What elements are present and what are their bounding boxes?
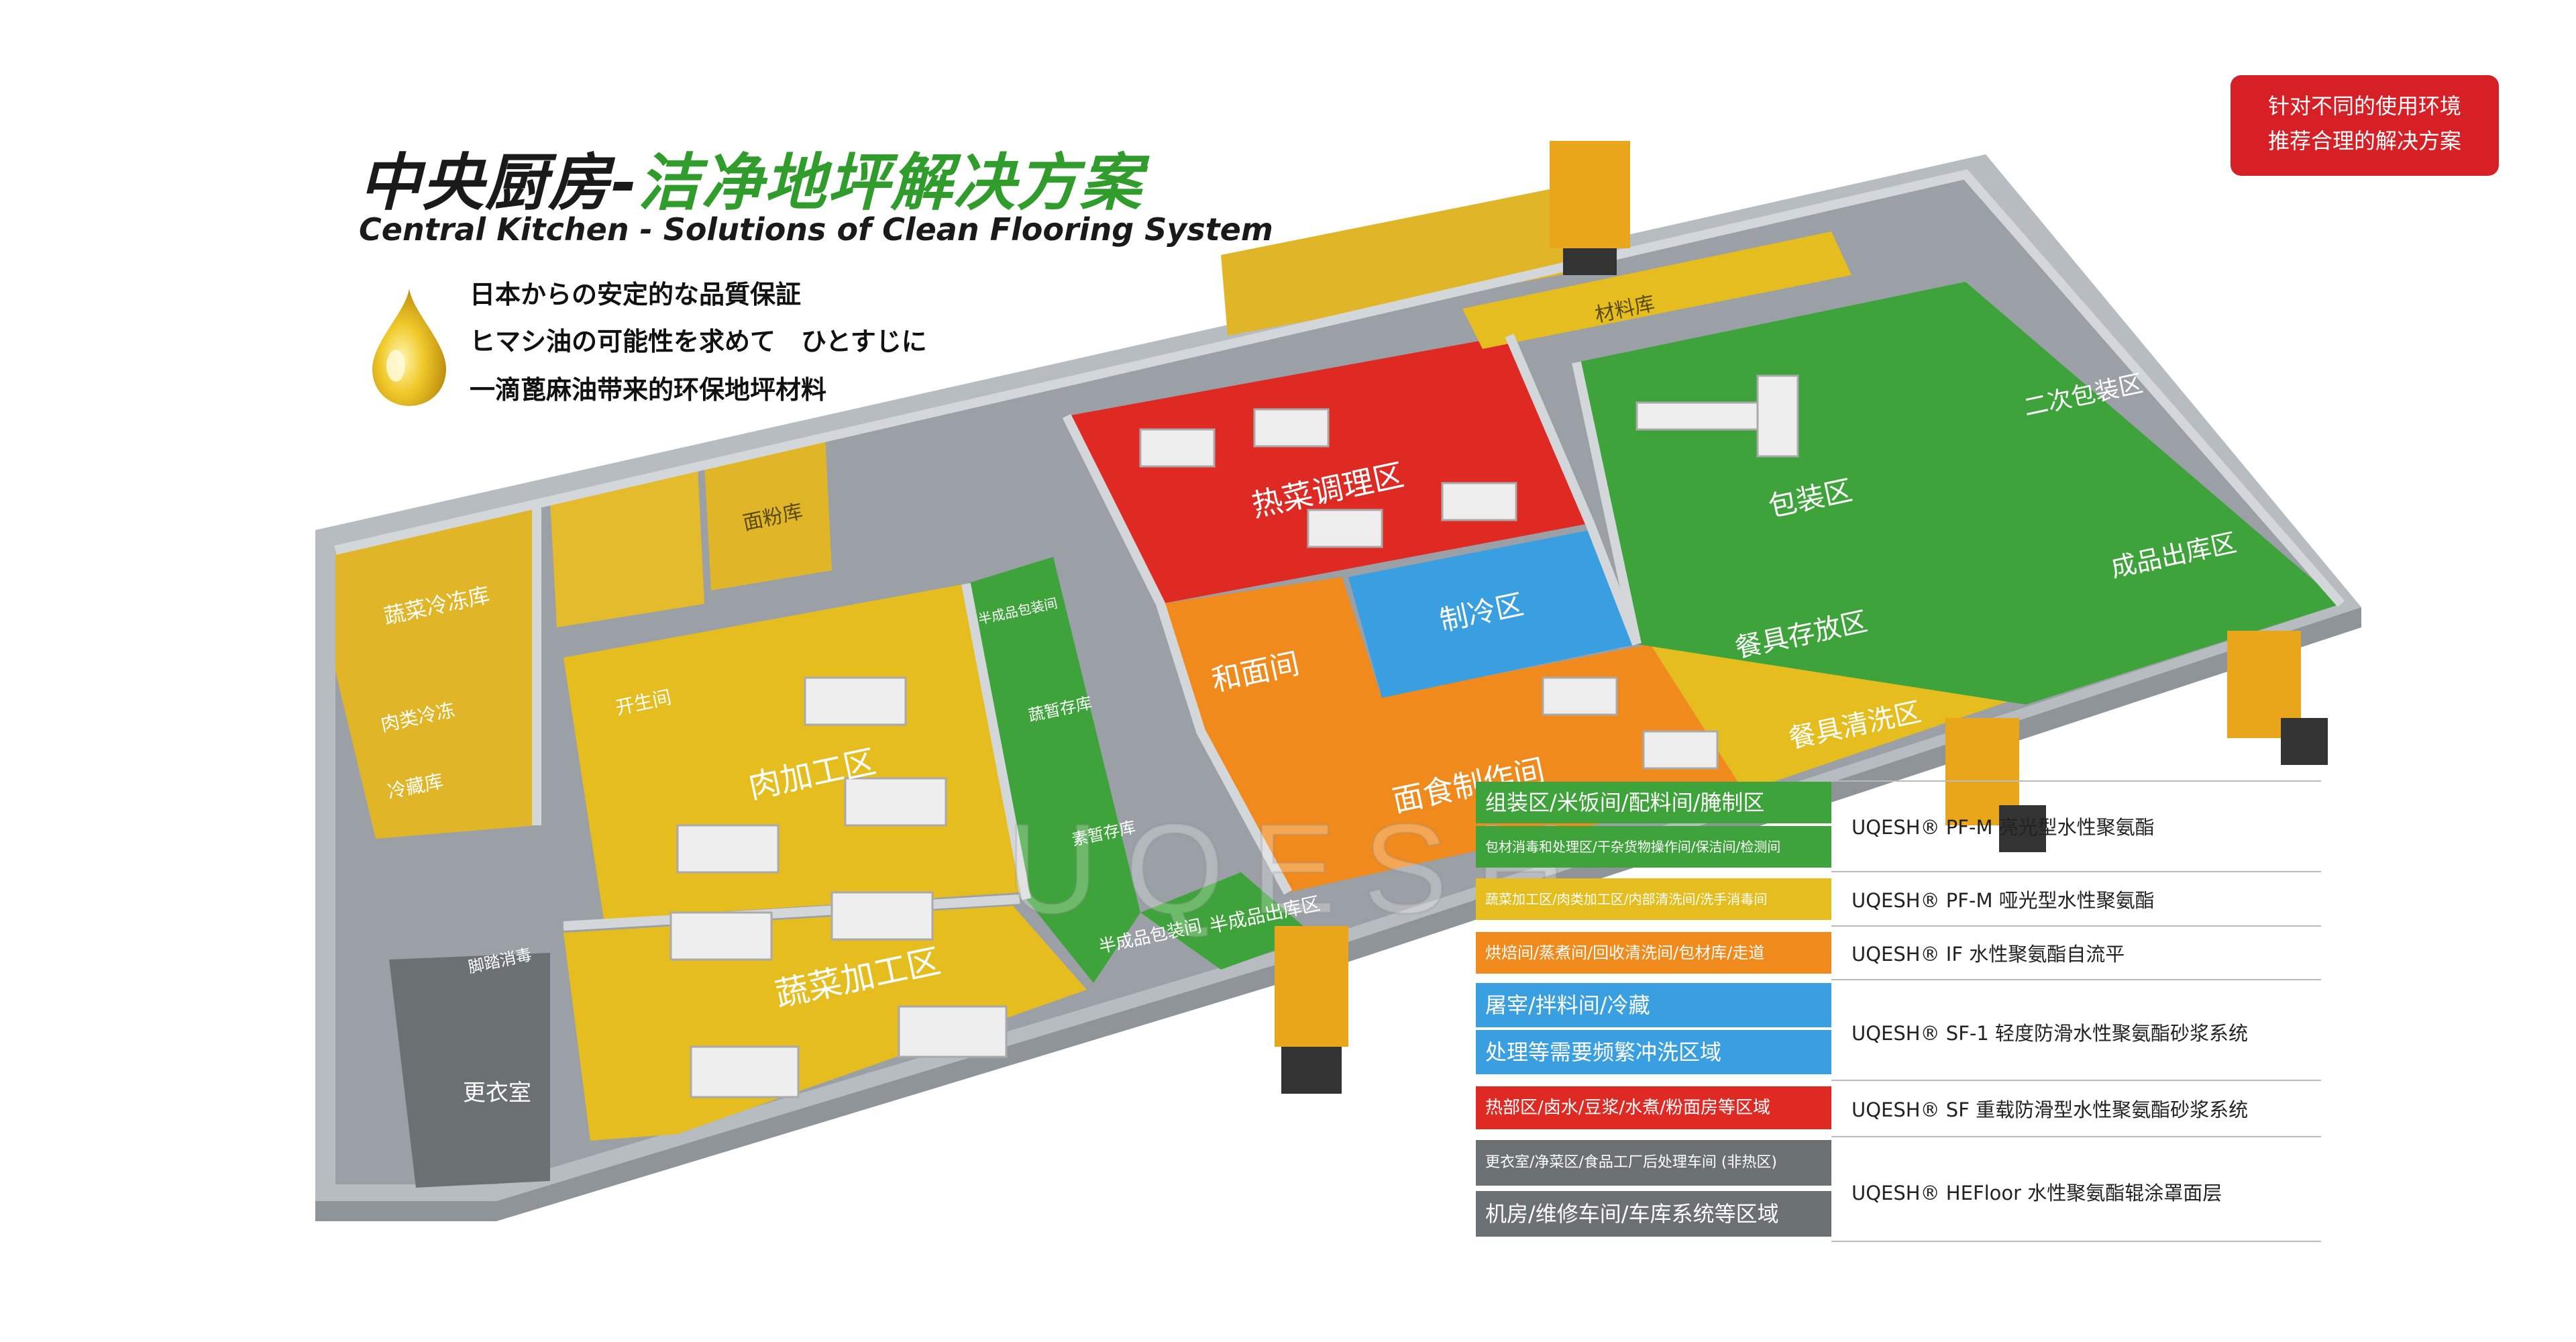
zone-material	[1462, 231, 1851, 349]
recommendation-badge: 针对不同的使用环境 推荐合理的解决方案	[2231, 75, 2499, 176]
legend-divider-1	[1831, 871, 2321, 872]
slogan-2: ヒマシ油の可能性を求めて ひとすじに	[470, 326, 927, 356]
legend-row-5: 屠宰/拌料间/冷藏	[1476, 983, 2321, 1030]
legend-row-1: 组装区/米饭间/配料间/腌制区	[1476, 782, 2321, 823]
legend-row-7: 热部区/卤水/豆浆/水煮/粉面房等区域 UQESH® SF 重载防滑型水性聚氨酯…	[1476, 1084, 2321, 1133]
badge-line-2: 推荐合理的解决方案	[2267, 128, 2461, 154]
legend-divider-6	[1831, 1241, 2321, 1242]
badge-line-1: 针对不同的使用环境	[2267, 93, 2461, 119]
label-locker: 更衣室	[463, 1080, 531, 1106]
legend-chip-7: 热部区/卤水/豆浆/水煮/粉面房等区域	[1476, 1086, 1831, 1129]
legend-chip-1: 组装区/米饭间/配料间/腌制区	[1476, 782, 1831, 823]
legend-chip-9: 机房/维修车间/车库系统等区域	[1476, 1191, 1831, 1237]
legend-desc-2: UQESH® PF-M 哑光型水性聚氨酯	[1851, 889, 2155, 912]
truck-right-2	[2227, 631, 2328, 765]
legend-desc-6: UQESH® HEFloor 水性聚氨酯辊涂罩面层	[1851, 1182, 2222, 1204]
truck-right-1	[1945, 718, 2046, 852]
legend-desc-5: UQESH® SF 重载防滑型水性聚氨酯砂浆系统	[1851, 1098, 2249, 1121]
legend-row-9: 机房/维修车间/车库系统等区域	[1476, 1191, 2321, 1239]
legend-chip-6: 处理等需要频繁冲洗区域	[1476, 1030, 1831, 1074]
legend-row-8: 更衣室/净菜区/食品工厂后处理车间 (非热区)	[1476, 1140, 2321, 1188]
zone-small-rooms	[550, 466, 704, 627]
legend-row-6: 处理等需要频繁冲洗区域	[1476, 1030, 2321, 1077]
legend-desc-1: UQESH® PF-M 亮光型水性聚氨酯	[1851, 816, 2155, 839]
legend-row-4: 烘焙间/蒸煮间/回收清洗间/包材库/走道 UQESH® IF 水性聚氨酯自流平	[1476, 928, 2321, 978]
oil-drop-icon	[372, 289, 446, 406]
legend-chip-5: 屠宰/拌料间/冷藏	[1476, 983, 1831, 1027]
legend-chip-8: 更衣室/净菜区/食品工厂后处理车间 (非热区)	[1476, 1140, 1831, 1186]
slogan-1: 日本からの安定的な品質保証	[470, 279, 802, 309]
title-part-green: 洁净地坪解决方案	[638, 147, 1143, 219]
legend-row-3: 蔬菜加工区/肉类加工区/内部清洗间/洗手消毒间 UQESH® PF-M 哑光型水…	[1476, 874, 2321, 924]
zone-veg-freezer	[335, 503, 537, 839]
zone-top-yellow	[1221, 181, 1597, 336]
zone-hot-dish	[1067, 336, 1590, 604]
page-title: 中央厨房-洁净地坪解决方案	[359, 133, 1142, 222]
zone-dough	[1161, 577, 1382, 731]
legend-chip-4: 烘焙间/蒸煮间/回收清洗间/包材库/走道	[1476, 932, 1831, 974]
legend-desc-4: UQESH® SF-1 轻度防滑水性聚氨酯砂浆系统	[1851, 1022, 2249, 1045]
legend-desc-3: UQESH® IF 水性聚氨酯自流平	[1851, 943, 2125, 966]
title-part-black: 中央厨房-	[359, 147, 639, 219]
truck-bottom	[1275, 926, 1348, 1094]
legend-divider-4	[1831, 1080, 2321, 1081]
legend-divider-3	[1831, 979, 2321, 980]
legend-chip-3: 蔬菜加工区/肉类加工区/内部清洗间/洗手消毒间	[1476, 878, 1831, 920]
zone-cooling	[1348, 530, 1637, 698]
page-subtitle-en: Central Kitchen - Solutions of Clean Flo…	[359, 211, 1273, 248]
legend-divider-5	[1831, 1136, 2321, 1137]
truck-top	[1550, 141, 1630, 275]
legend-row-2: 包材消毒和处理区/干杂货物操作间/保洁间/检测间	[1476, 826, 2321, 868]
zone-locker	[389, 953, 550, 1188]
zone-semi-green	[966, 557, 1140, 983]
legend-divider-0	[1831, 780, 2321, 782]
work-tables	[669, 374, 1799, 1098]
slogan-3: 一滴蓖麻油带来的环保地坪材料	[470, 374, 827, 405]
zone-flour	[704, 436, 832, 590]
watermark: UQESH	[1006, 798, 1594, 940]
legend-divider-2	[1831, 925, 2321, 927]
zone-semi-out	[1140, 872, 1315, 970]
walls	[334, 169, 2345, 931]
legend-chip-2: 包材消毒和处理区/干杂货物操作间/保洁间/检测间	[1476, 826, 1831, 868]
